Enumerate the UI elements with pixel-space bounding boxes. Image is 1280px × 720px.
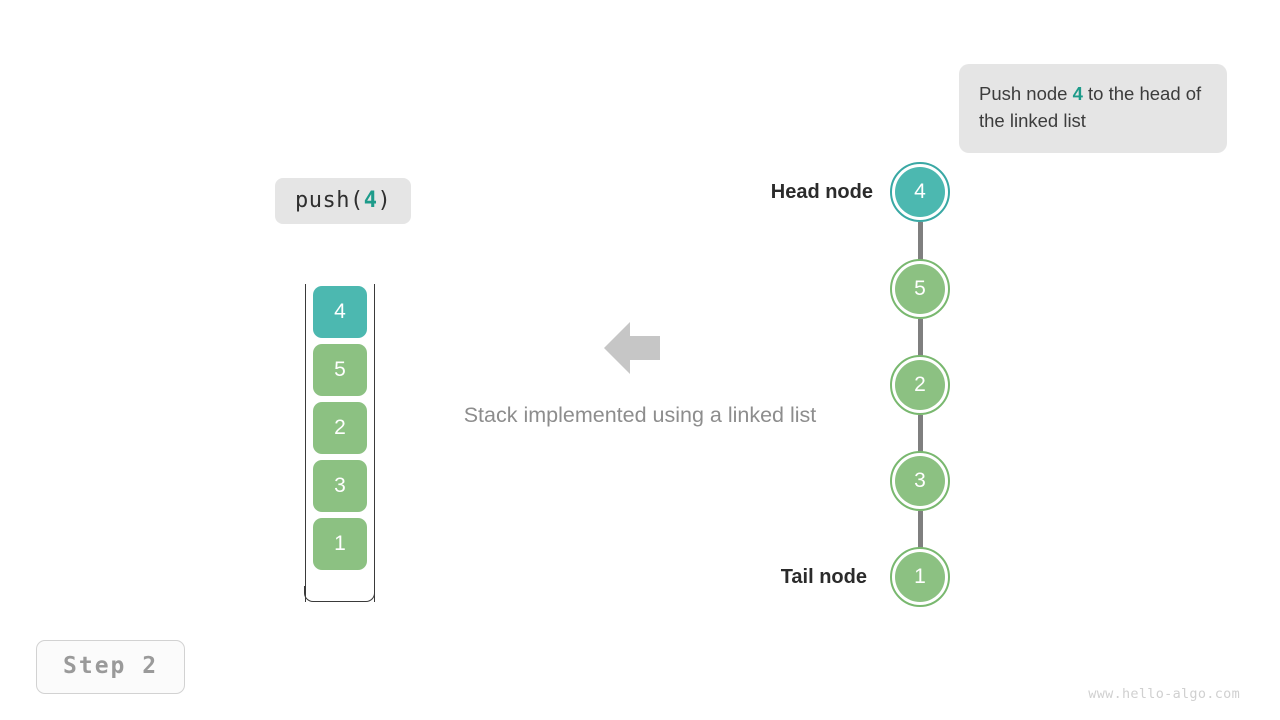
linked-list-node: 3	[890, 451, 950, 511]
left-block-arrow-icon	[602, 317, 662, 379]
linked-list-edge	[917, 222, 923, 269]
callout-text-before: Push node	[979, 83, 1073, 104]
node-disc: 4	[895, 167, 945, 217]
tail-node-label: Tail node	[780, 566, 867, 588]
operation-badge-push: push(4)	[275, 178, 412, 224]
linked-list-edge-arrowhead	[911, 554, 928, 566]
stack-container: 4 5 2 3 1	[304, 284, 376, 602]
stack-cell: 2	[313, 402, 367, 454]
step-badge: Step 2	[36, 640, 186, 694]
stack-cell: 4	[313, 286, 367, 338]
node-disc: 3	[895, 456, 945, 506]
stack-cell-value: 1	[334, 532, 346, 555]
stack-cell: 5	[313, 344, 367, 396]
watermark: www.hello-algo.com	[1088, 686, 1240, 702]
stack-floor	[304, 586, 375, 602]
stack-cell-list: 4 5 2 3 1	[313, 286, 367, 576]
caption: Stack implemented using a linked list	[0, 403, 1280, 428]
stack-cell-value: 3	[334, 474, 346, 497]
operation-value: 4	[363, 188, 378, 213]
caption-text: Stack implemented using a linked list	[463, 403, 817, 427]
linked-list-edge-arrowhead	[911, 458, 928, 470]
callout-push-description: Push node 4 to the head of the linked li…	[959, 64, 1227, 153]
linked-list-edge	[917, 319, 923, 365]
stack-cell-value: 2	[334, 416, 346, 439]
stack-cell-value: 5	[334, 358, 346, 381]
operation-prefix: push(	[295, 188, 364, 213]
stack-wall-right	[374, 284, 375, 602]
linked-list-edge	[917, 511, 923, 557]
linked-list-node: 5	[890, 259, 950, 319]
node-value: 1	[914, 565, 926, 588]
node-value: 3	[914, 469, 926, 492]
linked-list-node-head: 4	[890, 162, 950, 222]
operation-suffix: )	[377, 188, 392, 213]
stack-cell-value: 4	[334, 300, 346, 323]
node-disc: 5	[895, 264, 945, 314]
stack-cell: 1	[313, 518, 367, 570]
callout-text-after: to the head of the linked list	[979, 83, 1202, 132]
linked-list-edge-arrowhead	[911, 362, 928, 374]
callout-highlight-value: 4	[1072, 83, 1083, 104]
stack-wall-left	[304, 284, 306, 602]
linked-list-node-tail: 1	[890, 547, 950, 607]
node-value: 2	[914, 373, 926, 396]
node-value: 5	[914, 277, 926, 300]
stack-cell: 3	[313, 460, 367, 512]
head-node-label: Head node	[770, 181, 873, 203]
linked-list-edge-arrowhead	[911, 266, 928, 278]
node-value: 4	[914, 180, 926, 203]
node-disc: 1	[895, 552, 945, 602]
